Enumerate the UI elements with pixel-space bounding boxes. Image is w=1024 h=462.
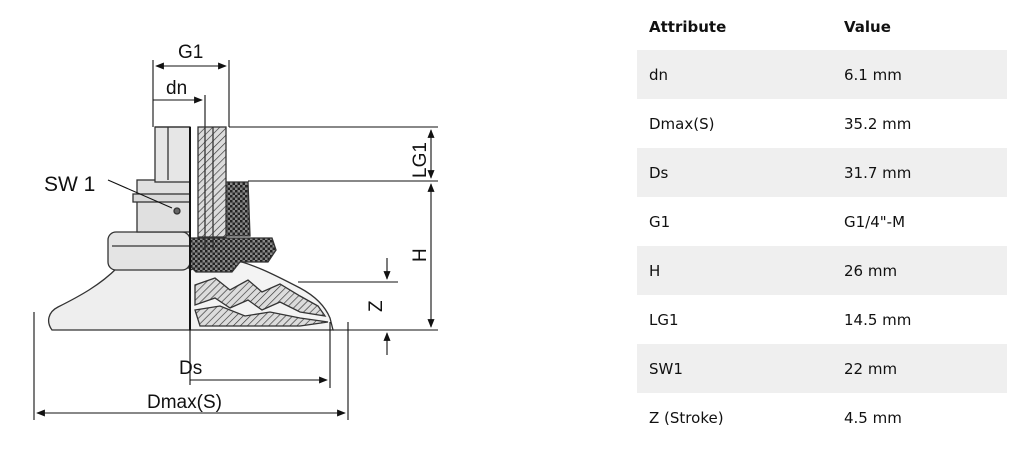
table-row: Z (Stroke) 4.5 mm xyxy=(637,393,1007,442)
cell-attribute: Z (Stroke) xyxy=(649,408,724,427)
table-row: Dmax(S) 35.2 mm xyxy=(637,99,1007,148)
label-h: H xyxy=(410,248,431,262)
table-row: H 26 mm xyxy=(637,246,1007,295)
cup-section-view xyxy=(189,95,334,331)
table-row: LG1 14.5 mm xyxy=(637,295,1007,344)
cell-value: 22 mm xyxy=(844,359,898,378)
label-dn: dn xyxy=(166,78,187,99)
table-row: SW1 22 mm xyxy=(637,344,1007,393)
cell-attribute: dn xyxy=(649,65,669,84)
cell-attribute: G1 xyxy=(649,212,671,231)
label-lg1: LG1 xyxy=(410,142,431,178)
label-ds: Ds xyxy=(179,358,202,379)
cell-attribute: SW1 xyxy=(649,359,683,378)
label-dmax: Dmax(S) xyxy=(147,392,222,413)
cell-value: 26 mm xyxy=(844,261,898,280)
table-row: dn 6.1 mm xyxy=(637,50,1007,99)
label-sw1: SW 1 xyxy=(44,173,95,196)
table-row: G1 G1/4"-M xyxy=(637,197,1007,246)
header-value: Value xyxy=(844,18,891,36)
dimension-lines xyxy=(33,60,438,420)
cell-attribute: LG1 xyxy=(649,310,679,329)
cell-value: 31.7 mm xyxy=(844,163,912,182)
header-attribute: Attribute xyxy=(649,18,727,36)
cell-value: 35.2 mm xyxy=(844,114,912,133)
attribute-table: Attribute Value dn 6.1 mm Dmax(S) 35.2 m… xyxy=(637,4,1007,442)
label-z: Z xyxy=(366,300,387,312)
cell-value: G1/4"-M xyxy=(844,212,906,231)
cell-value: 6.1 mm xyxy=(844,65,902,84)
cell-attribute: H xyxy=(649,261,661,280)
cup-outside-view xyxy=(47,126,191,331)
table-header-row: Attribute Value xyxy=(637,4,1007,50)
cell-value: 14.5 mm xyxy=(844,310,912,329)
label-g1: G1 xyxy=(178,42,203,63)
table-row: Ds 31.7 mm xyxy=(637,148,1007,197)
cell-value: 4.5 mm xyxy=(844,408,902,427)
suction-cup-technical-drawing: G1 dn SW 1 LG1 H Z Ds Dmax(S) xyxy=(33,42,438,420)
cell-attribute: Dmax(S) xyxy=(649,114,715,133)
cell-attribute: Ds xyxy=(649,163,669,182)
